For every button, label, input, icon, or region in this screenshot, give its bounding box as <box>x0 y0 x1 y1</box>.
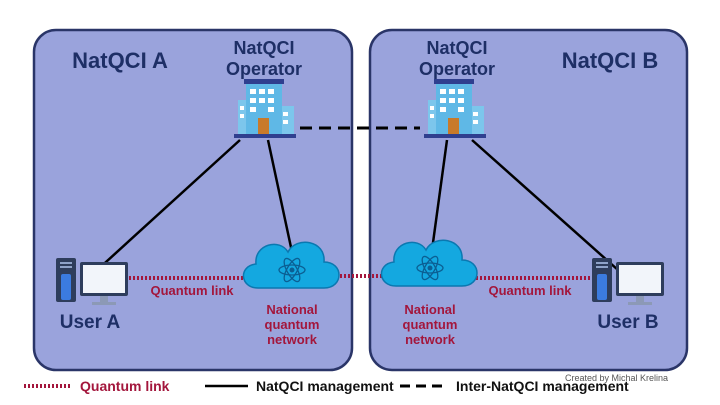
quantum-link-label-b: Quantum link <box>488 283 572 298</box>
operator-b-label-line1: NatQCI <box>426 38 488 58</box>
network-a-label: National quantum network <box>252 302 332 347</box>
region-b-label: NatQCI B <box>561 48 659 73</box>
quantum-link-label-a: Quantum link <box>150 283 234 298</box>
user-b-label: User B <box>597 312 659 333</box>
management-line-operator-b-user-b <box>471 139 619 271</box>
network-b-label-line3: network <box>405 332 455 347</box>
network-b-label: National quantum network <box>390 302 470 347</box>
region-a-label: NatQCI A <box>72 48 168 73</box>
operator-b-label: NatQCI Operator <box>407 38 507 80</box>
operator-a-label: NatQCI Operator <box>214 38 314 80</box>
network-b-label-line2: quantum <box>402 317 458 332</box>
network-b-label-line1: National <box>404 302 456 317</box>
user-a-label: User A <box>59 312 121 333</box>
management-line-operator-a-user-a <box>94 139 241 273</box>
management-line-operator-b-network-b <box>430 139 449 251</box>
network-a-label-line2: quantum <box>264 317 320 332</box>
management-line-operator-a-network-a <box>266 139 294 253</box>
operator-a-label-line1: NatQCI <box>233 38 295 58</box>
network-a-label-line3: network <box>267 332 317 347</box>
legend-management-label: NatQCI management <box>256 378 394 394</box>
credit-text: Created by Michal Krelina <box>565 373 669 383</box>
legend-quantum-link-label: Quantum link <box>80 378 170 394</box>
network-a-label-line1: National <box>266 302 318 317</box>
legend-inter-management-label: Inter-NatQCI management <box>456 378 629 394</box>
operator-b-label-line2: Operator <box>418 59 496 79</box>
operator-a-label-line2: Operator <box>225 59 303 79</box>
